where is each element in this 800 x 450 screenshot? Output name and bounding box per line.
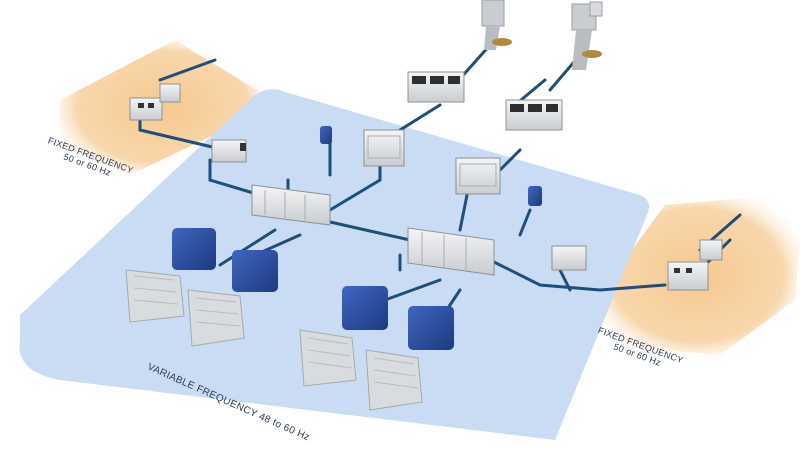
- transformer-center-1: [363, 129, 405, 167]
- azimuth-thruster-2: [571, 1, 603, 70]
- switchboard-2: [407, 227, 495, 276]
- generator-4: [408, 306, 454, 350]
- transformer-right-fixed: [667, 239, 723, 291]
- transformer-right: [551, 245, 587, 271]
- diesel-engine-2: [187, 289, 245, 347]
- switchboard-1: [251, 184, 331, 226]
- transformer-left: [211, 139, 247, 163]
- azimuth-thruster-1: [481, 0, 512, 50]
- diesel-engine-1: [125, 269, 185, 323]
- small-motor-2: [528, 186, 542, 206]
- transformer-center-2: [455, 157, 501, 195]
- diesel-engine-4: [365, 349, 423, 411]
- small-motor-1: [320, 126, 332, 144]
- transformer-left-fixed: [129, 83, 181, 121]
- drive-cabinet-top-2: [505, 99, 563, 131]
- drive-cabinet-top-1: [407, 71, 465, 103]
- generator-2: [232, 250, 278, 292]
- diesel-engine-3: [299, 329, 357, 387]
- generator-3: [342, 286, 388, 330]
- generator-1: [172, 228, 216, 270]
